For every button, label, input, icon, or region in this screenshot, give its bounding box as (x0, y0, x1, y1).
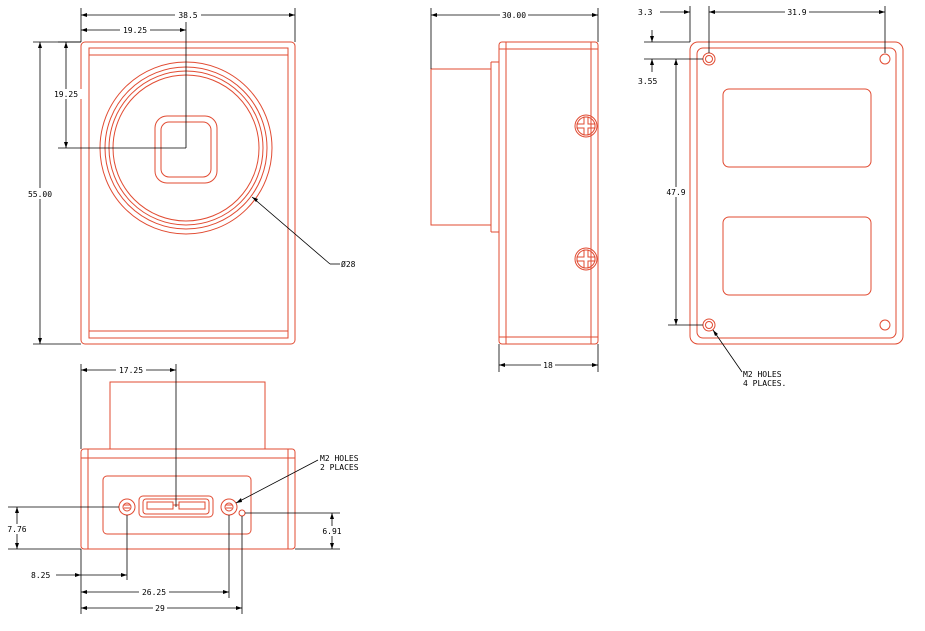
front-housing-outline (80, 41, 296, 345)
back-label-panel-bottom (722, 216, 872, 296)
arrowhead (223, 590, 229, 594)
arrowhead (236, 498, 242, 503)
arrowhead (650, 36, 654, 42)
front-view: 38.5 19.25 19.25 55.00 Ø28 (26, 8, 356, 345)
back-edge-offset-dim-label: 3.3 (638, 8, 653, 17)
m2-hole-right (220, 498, 238, 516)
arrowhead (64, 142, 68, 148)
m2-hole-top-right (879, 53, 891, 65)
bottom-hole-height-dim-label: 7.76 (7, 525, 26, 534)
bottom-hole2-offset-dim-label: 26.25 (142, 588, 166, 597)
bottom-view: 17.25 M2 HOLES 2 PLACES 7.76 6.91 8.25 (6, 364, 359, 614)
back-holes-note-line1: M2 HOLES (743, 370, 782, 379)
front-housing-inner (88, 47, 289, 339)
arrowhead (650, 59, 654, 65)
arrowhead (81, 590, 87, 594)
arrowhead (709, 10, 715, 14)
front-half-width-dim-label: 19.25 (123, 26, 147, 35)
arrowhead (180, 28, 186, 32)
arrowhead (252, 197, 258, 202)
arrowhead (499, 363, 505, 367)
screw-bottom (574, 247, 598, 271)
back-housing-outline (689, 41, 904, 345)
bottom-connector-offset-dim-label: 17.25 (119, 366, 143, 375)
front-height-dim-label: 55.00 (28, 190, 52, 199)
arrowhead (170, 368, 176, 372)
arrowhead (592, 363, 598, 367)
arrowhead (592, 13, 598, 17)
arrowhead (81, 606, 87, 610)
arrowhead (75, 573, 81, 577)
arrowhead (38, 42, 42, 48)
back-hole-spacing-v-dim-label: 47.9 (666, 188, 685, 197)
lens-barrel-outline (430, 68, 492, 226)
bottom-led-offset-dim-label: 29 (155, 604, 165, 613)
bottom-holes-note-line1: M2 HOLES (320, 454, 359, 463)
side-housing-outline (498, 41, 599, 345)
m2-hole-bottom-right (879, 319, 891, 331)
arrowhead (15, 543, 19, 549)
lens-diameter-label: Ø28 (341, 259, 356, 269)
arrowhead (236, 606, 242, 610)
arrowhead (81, 368, 87, 372)
bottom-housing-outline (80, 448, 296, 550)
arrowhead (15, 507, 19, 513)
arrowhead (330, 513, 334, 519)
side-view: 30.00 18 (430, 8, 599, 372)
arrowhead (684, 10, 690, 14)
arrowhead (81, 13, 87, 17)
bottom-lens-barrel (109, 381, 266, 450)
side-depth-dim-label: 30.00 (502, 11, 526, 20)
m2-hole-left (118, 498, 136, 516)
back-holes-note-line2: 4 PLACES. (743, 379, 786, 388)
arrowhead (674, 319, 678, 325)
arrowhead (64, 42, 68, 48)
m2-hole-top-left (702, 52, 716, 66)
leader-line (235, 459, 319, 504)
arrowhead (879, 10, 885, 14)
leader-line (712, 329, 743, 373)
back-view: 3.3 31.9 3.55 47.9 M2 HOLES 4 PLACES. (638, 6, 904, 388)
arrowhead (289, 13, 295, 17)
arrowhead (330, 543, 334, 549)
front-width-dim-label: 38.5 (178, 11, 197, 20)
connector-panel (102, 475, 252, 535)
arrowhead (121, 573, 127, 577)
arrowhead (81, 28, 87, 32)
arrowhead (713, 330, 718, 336)
back-label-panel-top (722, 88, 872, 168)
arrowhead (431, 13, 437, 17)
status-led (238, 509, 246, 517)
arrowhead (674, 59, 678, 65)
front-half-height-dim-label: 19.25 (54, 90, 78, 99)
bottom-hole1-offset-dim-label: 8.25 (31, 571, 50, 580)
m2-hole-bottom-left (702, 318, 716, 332)
side-body-depth-dim-label: 18 (543, 361, 553, 370)
leader-line (251, 196, 331, 265)
screw-top (574, 114, 598, 138)
bottom-led-height-dim-label: 6.91 (322, 527, 341, 536)
back-hole-spacing-h-dim-label: 31.9 (787, 8, 806, 17)
bottom-holes-note-line2: 2 PLACES (320, 463, 359, 472)
arrowhead (38, 338, 42, 344)
back-top-offset-dim-label: 3.55 (638, 77, 657, 86)
back-plate (696, 47, 897, 339)
